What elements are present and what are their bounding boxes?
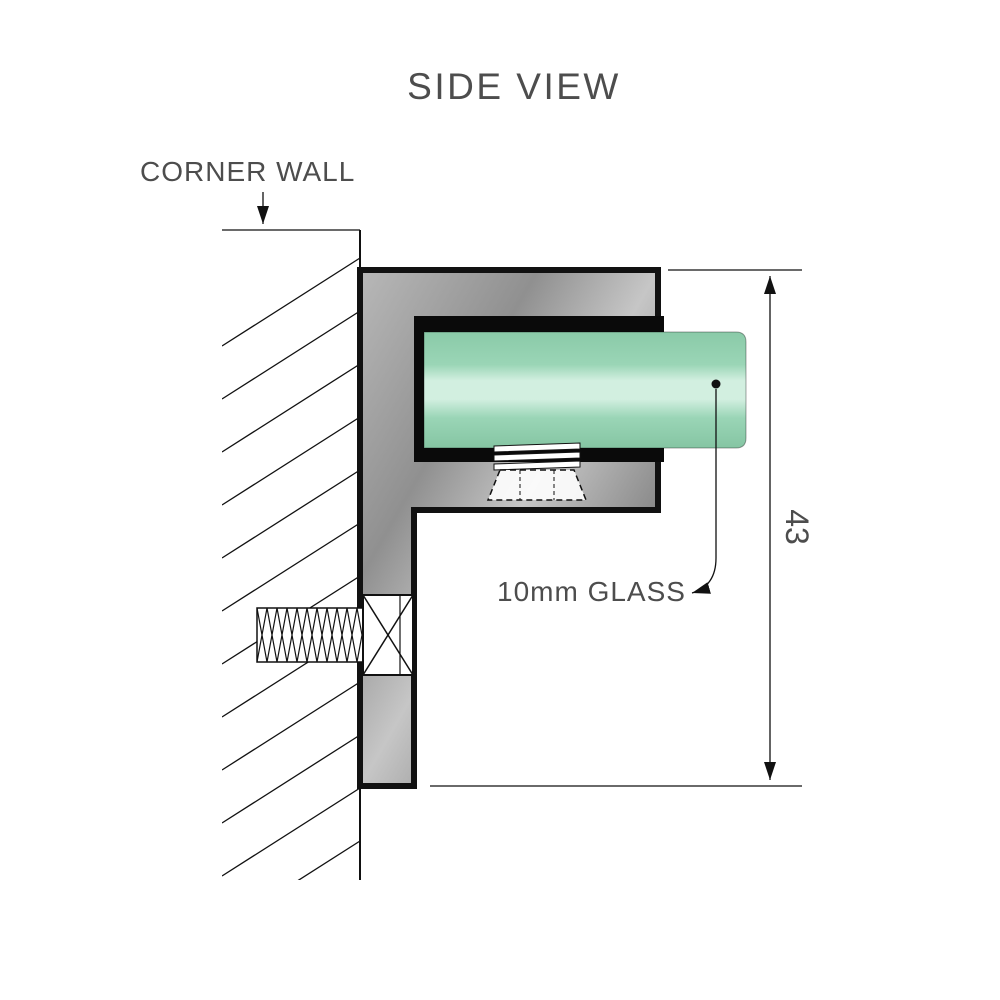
- wall-hatching: [222, 257, 360, 880]
- screw-threads: [256, 607, 364, 663]
- glass-callout-dot: [711, 379, 721, 389]
- glass-leader-line: [691, 389, 717, 594]
- wall-screw: [256, 594, 414, 676]
- glass-panel: [423, 331, 747, 449]
- dimension-label: 43: [779, 509, 815, 545]
- corner-wall-label: CORNER WALL: [140, 156, 355, 187]
- dimension: 43: [430, 269, 815, 787]
- wall: [222, 229, 361, 880]
- glass-label: 10mm GLASS: [497, 576, 686, 607]
- page-title: SIDE VIEW: [407, 66, 621, 107]
- grub-screw: [486, 442, 588, 501]
- glass-callout: 10mm GLASS: [497, 379, 721, 607]
